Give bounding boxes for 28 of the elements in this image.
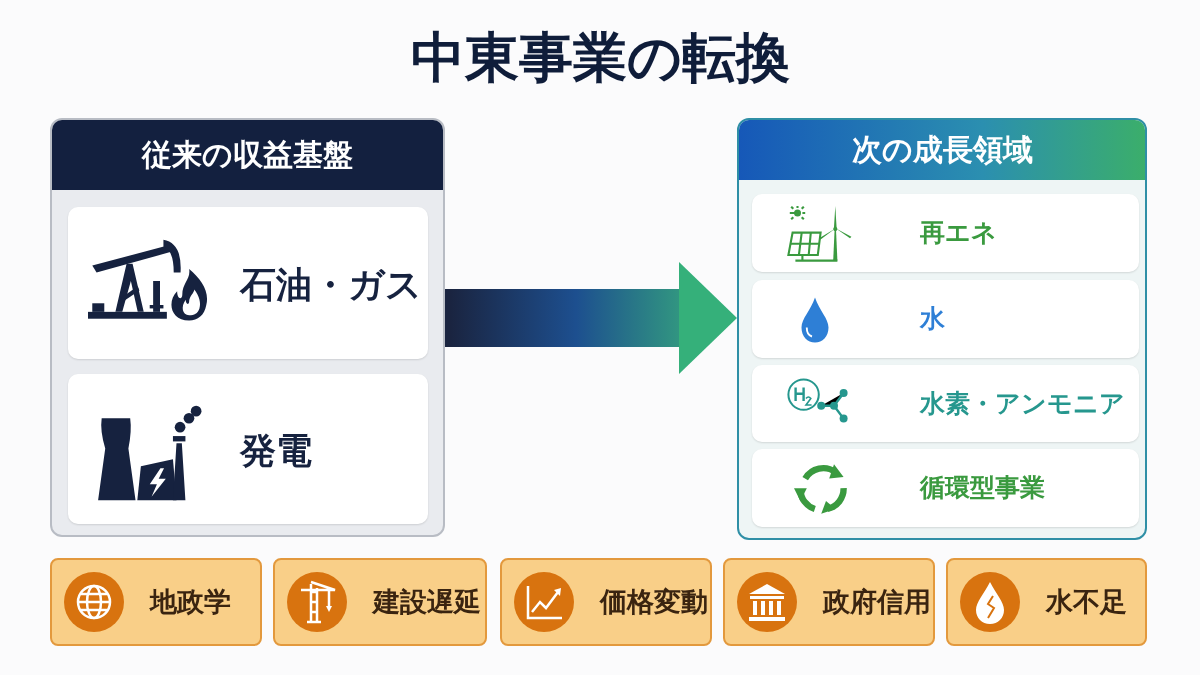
card-label: 石油・ガス bbox=[240, 263, 422, 307]
category-card bbox=[752, 365, 1139, 442]
card-label: 政府信用 bbox=[823, 585, 931, 619]
category-card bbox=[752, 449, 1139, 527]
risk-card bbox=[500, 558, 712, 646]
card-label: 水不足 bbox=[1046, 585, 1127, 619]
card-label: 再エネ bbox=[920, 217, 997, 249]
panel bbox=[737, 118, 1147, 540]
card-label: 地政学 bbox=[150, 585, 231, 619]
category-card bbox=[68, 207, 428, 359]
risk-card bbox=[723, 558, 935, 646]
category-card bbox=[68, 374, 428, 524]
category-card bbox=[752, 194, 1139, 272]
panel-header: 次の成長領域 bbox=[739, 120, 1145, 180]
card-label: 水 bbox=[920, 303, 945, 335]
panel-header: 従来の収益基盤 bbox=[52, 120, 443, 190]
risk-card bbox=[946, 558, 1147, 646]
category-card bbox=[752, 280, 1139, 358]
title: 中東事業の転換 bbox=[409, 25, 791, 91]
card-label: 価格変動 bbox=[600, 585, 708, 619]
card-label: 建設遅延 bbox=[373, 585, 481, 619]
risk-card bbox=[50, 558, 262, 646]
risk-card bbox=[273, 558, 487, 646]
panel bbox=[50, 118, 445, 537]
arrow bbox=[445, 262, 737, 374]
card-label: 循環型事業 bbox=[920, 472, 1045, 504]
card-label: 発電 bbox=[240, 429, 312, 473]
card-label: 水素・アンモニア bbox=[920, 388, 1125, 420]
